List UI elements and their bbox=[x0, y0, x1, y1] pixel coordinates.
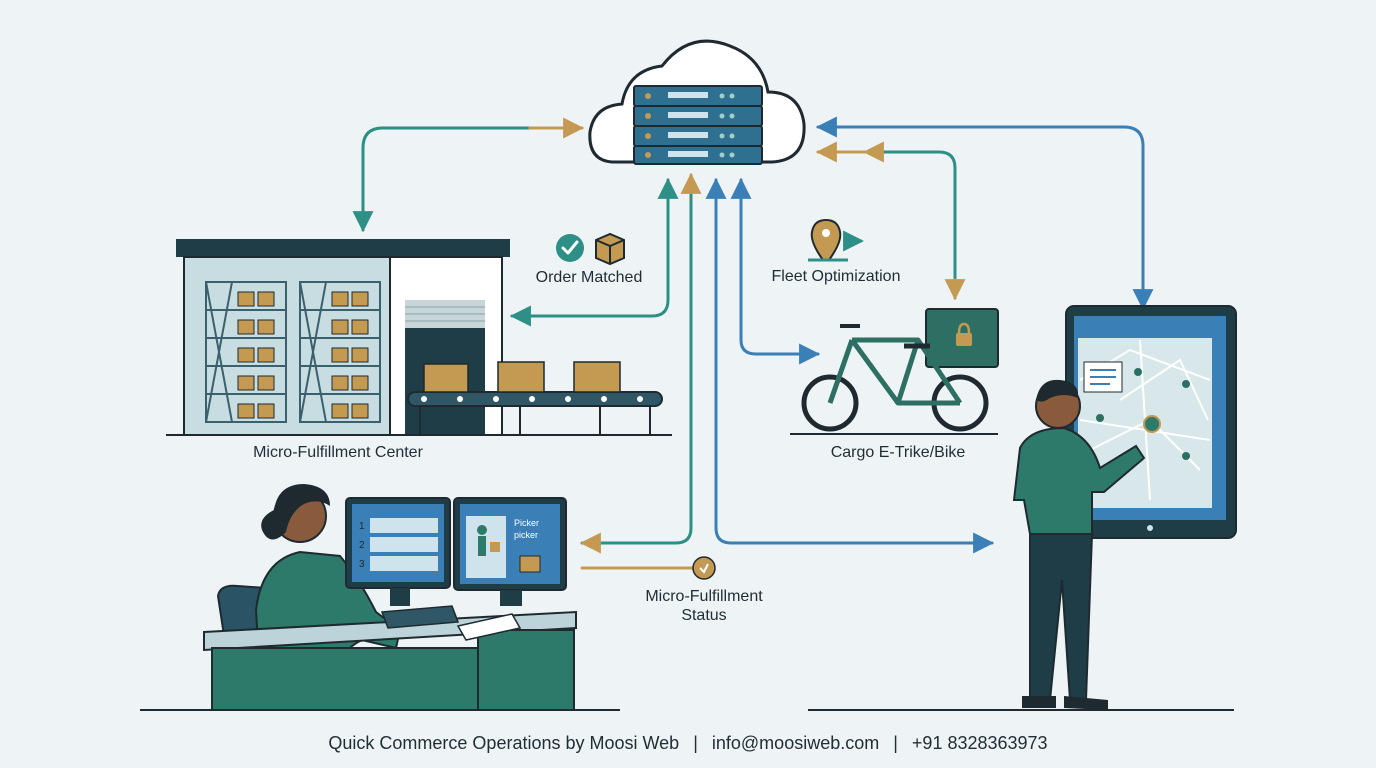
cargo-bike-label: Cargo E-Trike/Bike bbox=[830, 444, 966, 461]
footer-phone-link[interactable]: +91 8328363973 bbox=[911, 733, 1048, 753]
arrow-status-to-cloud bbox=[579, 178, 693, 554]
arrow-cloud-to-map bbox=[815, 116, 1154, 311]
footer-brand: Quick Commerce Operations by Moosi Web bbox=[328, 733, 680, 753]
monitor-row-3: 3 bbox=[359, 559, 365, 570]
arrow-warehouse-to-cloud bbox=[352, 126, 532, 233]
micro-fulfillment-center-illustration bbox=[166, 239, 672, 436]
arrow-cloud-to-warehouse bbox=[509, 177, 679, 327]
cloud-server-icon bbox=[588, 39, 806, 165]
cargo-bike-illustration bbox=[790, 308, 999, 435]
fleet-optimization-label: Fleet Optimization bbox=[771, 268, 901, 285]
picker-subtitle: picker bbox=[514, 530, 538, 540]
arrow-cloud-to-operator bbox=[705, 177, 995, 554]
monitor-row-2: 2 bbox=[359, 540, 365, 551]
package-icon bbox=[595, 232, 625, 266]
micro-fulfillment-center-label: Micro-Fulfillment Center bbox=[253, 444, 423, 461]
operator-desk-illustration bbox=[140, 484, 620, 711]
footer-separator: | bbox=[893, 733, 898, 753]
connector-arrows bbox=[352, 116, 1154, 570]
picker-title: Picker bbox=[514, 518, 539, 528]
arrow-cloud-to-bike bbox=[730, 177, 821, 365]
status-dot-icon bbox=[692, 556, 716, 580]
order-matched-label: Order Matched bbox=[535, 269, 643, 286]
micro-fulfillment-status-label: Micro-Fulfillment Status bbox=[624, 587, 784, 625]
footer: Quick Commerce Operations by Moosi Web | i… bbox=[0, 733, 1376, 754]
micro-fulfillment-status-line2: Status bbox=[681, 607, 727, 624]
monitor-row-labels: 1 2 3 Picker picker bbox=[359, 518, 539, 570]
operator-standing-illustration bbox=[808, 379, 1234, 711]
micro-fulfillment-status-line1: Micro-Fulfillment bbox=[645, 588, 763, 605]
monitor-row-1: 1 bbox=[359, 521, 365, 532]
footer-separator: | bbox=[693, 733, 698, 753]
location-pin-icon bbox=[808, 218, 865, 262]
footer-email-link[interactable]: info@moosiweb.com bbox=[711, 733, 880, 753]
check-circle-icon bbox=[556, 234, 584, 262]
